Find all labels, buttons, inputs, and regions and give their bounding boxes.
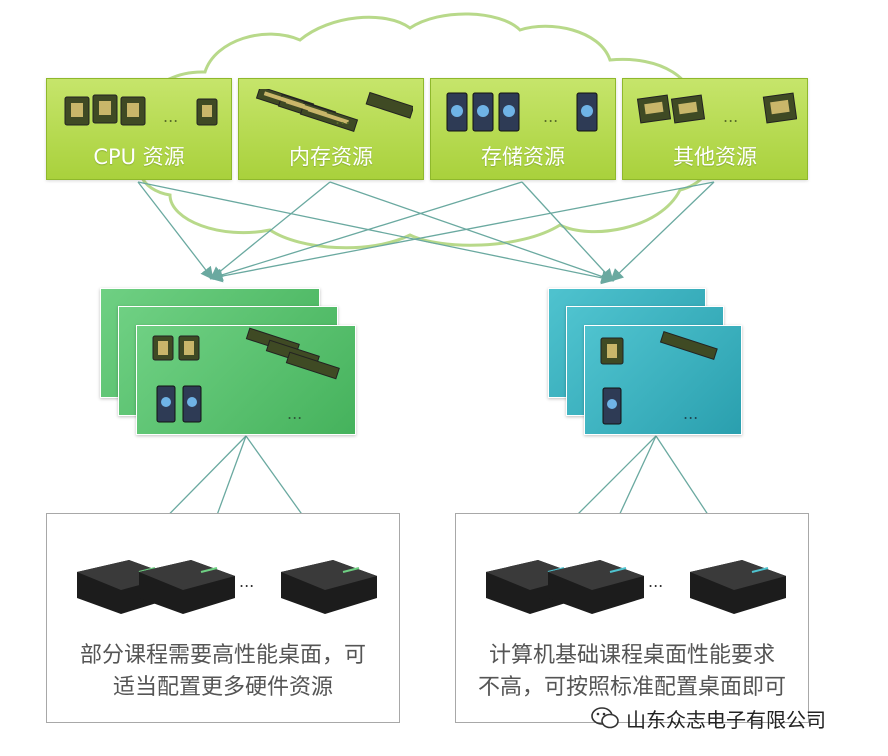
resource-label: 存储资源 <box>481 145 565 169</box>
vm-hardware-icon <box>152 327 340 423</box>
ellipsis: ... <box>723 107 739 126</box>
client-group-right: ... 计算机基础课程桌面性能要求 不高，可按照标准配置桌面即可 <box>455 513 809 723</box>
virtual-desktop-card: ... <box>584 325 742 435</box>
resource-other: ... 其他资源 <box>622 78 808 180</box>
resource-memory: ... 内存资源 <box>238 78 424 180</box>
thin-client-icon <box>139 560 235 614</box>
watermark: 山东众志电子有限公司 <box>590 703 880 733</box>
resource-label: CPU 资源 <box>93 145 185 169</box>
caption-line: 计算机基础课程桌面性能要求 <box>488 643 775 668</box>
ellipsis: ... <box>648 572 664 591</box>
ellipsis: ... <box>163 107 179 126</box>
resource-to-vm-arrows <box>137 181 715 285</box>
memory-stick-icon <box>255 86 415 132</box>
thin-client-icon <box>690 560 786 614</box>
caption-line: 部分课程需要高性能桌面，可 <box>79 643 366 668</box>
ellipsis: ... <box>239 572 255 591</box>
ellipsis: ... <box>335 109 351 128</box>
storage-drive-icon <box>446 92 598 132</box>
ellipsis: ... <box>543 107 559 126</box>
resource-label: 内存资源 <box>289 145 373 169</box>
cpu-chip-icon <box>64 94 218 126</box>
thin-client-icon <box>548 560 644 614</box>
wechat-icon <box>591 707 619 729</box>
resource-cpu: ... CPU 资源 <box>46 78 232 180</box>
ellipsis: ... <box>683 404 699 423</box>
watermark-text: 山东众志电子有限公司 <box>626 707 826 732</box>
resource-label: 其他资源 <box>673 145 757 169</box>
caption-line: 适当配置更多硬件资源 <box>112 675 333 700</box>
resource-storage: ... 存储资源 <box>430 78 616 180</box>
caption-line: 不高，可按照标准配置桌面即可 <box>477 675 786 700</box>
ellipsis: ... <box>287 404 303 423</box>
expansion-card-icon <box>636 92 798 124</box>
thin-client-icon <box>281 560 377 614</box>
vm-hardware-icon <box>600 330 718 425</box>
client-group-left: ... 部分课程需要高性能桌面，可 适当配置更多硬件资源 <box>46 513 400 723</box>
virtual-desktop-card: ... <box>136 325 356 435</box>
